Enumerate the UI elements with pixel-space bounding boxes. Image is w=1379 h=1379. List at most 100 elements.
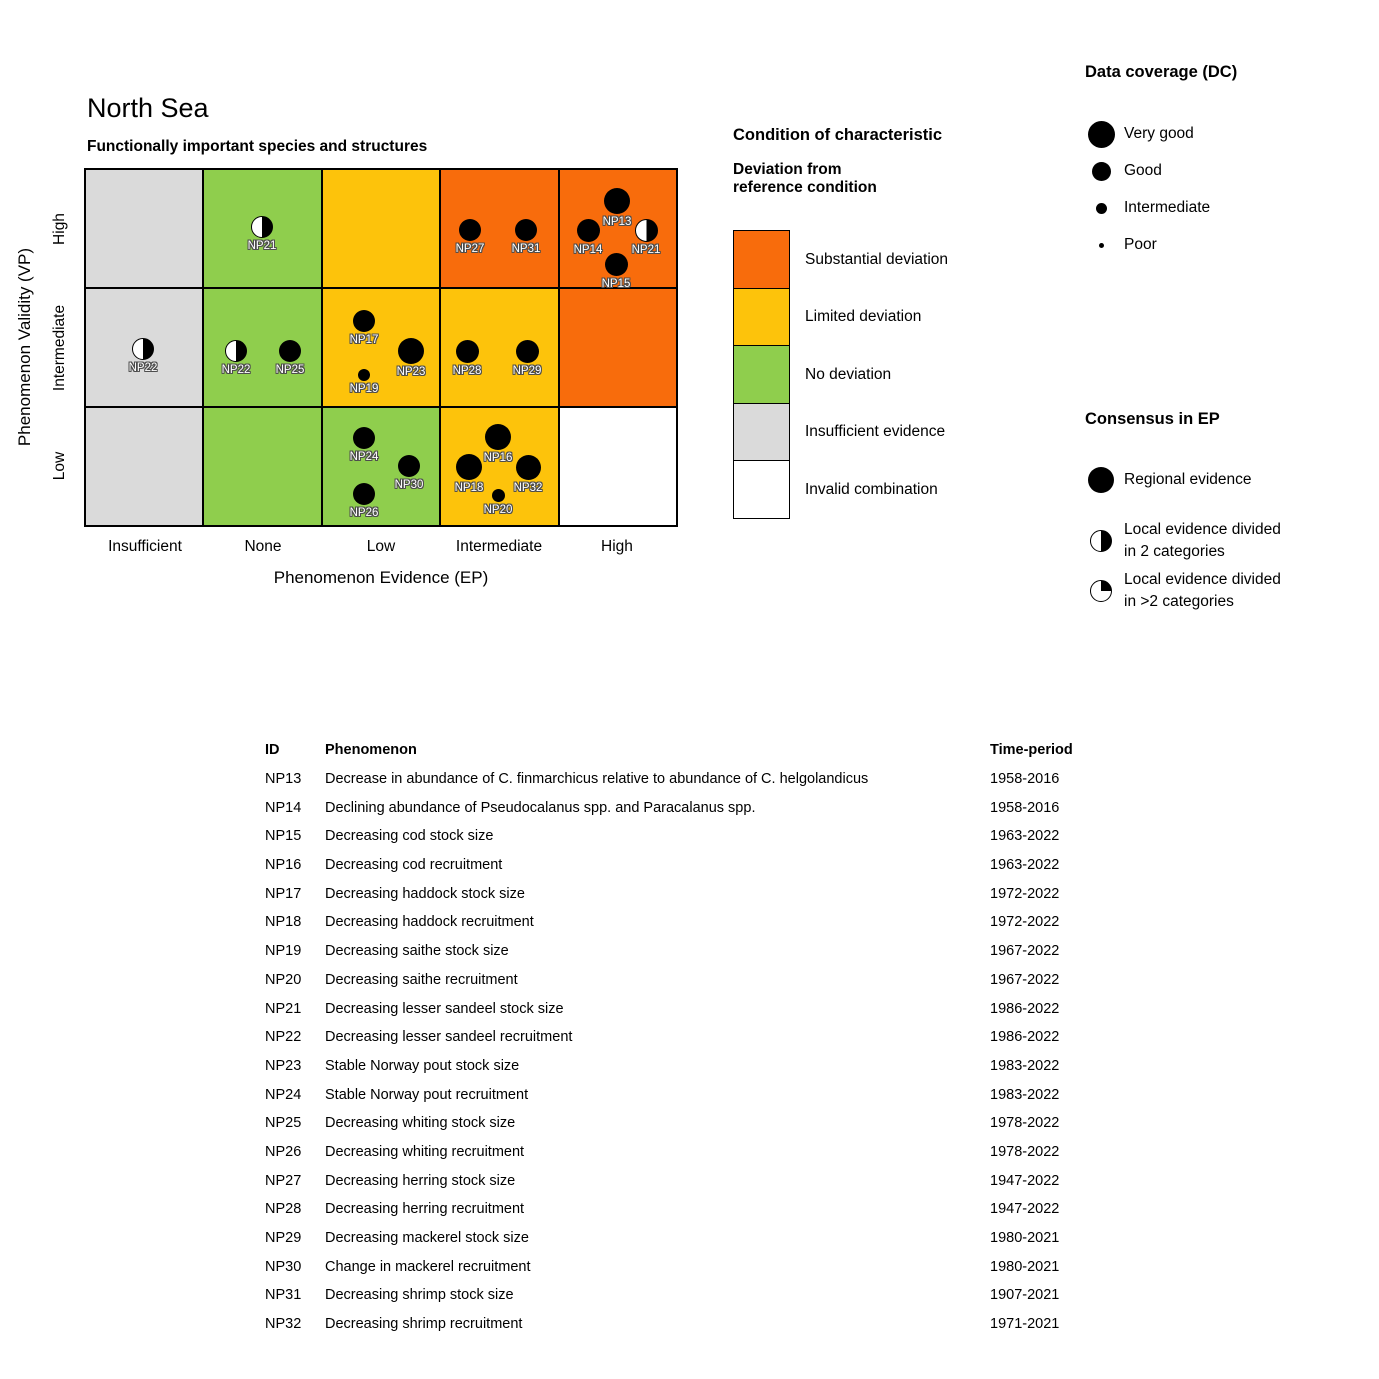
marker-label-np22: NP22 [221, 364, 251, 376]
table-cell-phenomenon: Decreasing mackerel stock size [325, 1230, 529, 1247]
table-cell-phenomenon: Decreasing haddock stock size [325, 885, 525, 902]
table-cell-phenomenon: Decreasing whiting stock size [325, 1115, 516, 1132]
table-cell-time-period: 1947-2022 [990, 1201, 1060, 1218]
marker-label-np28: NP28 [452, 364, 482, 377]
table-cell-time-period: 1972-2022 [990, 885, 1060, 902]
table-cell-id: NP15 [265, 828, 302, 845]
x-axis-title: Phenomenon Evidence (EP) [273, 568, 489, 587]
marker-np22 [225, 340, 247, 362]
marker-label-np17: NP17 [349, 334, 379, 346]
marker-np13 [604, 188, 630, 214]
marker-np29 [515, 339, 539, 363]
marker-np17 [353, 310, 375, 332]
x-tick-none: None [244, 538, 282, 555]
marker-np27 [459, 219, 481, 241]
consensus-icon-quarter [1090, 580, 1112, 602]
table-cell-phenomenon: Stable Norway pout recruitment [325, 1086, 529, 1103]
table-cell-phenomenon: Decreasing herring recruitment [325, 1201, 525, 1218]
consensus-label-quarter: Local evidence divided in >2 categories [1124, 571, 1281, 610]
table-cell-id: NP13 [265, 771, 302, 788]
consensus-icon-half2 [1090, 530, 1112, 552]
legend-dc-title: Data coverage (DC) [1085, 63, 1238, 81]
table-cell-time-period: 1980-2021 [990, 1258, 1060, 1275]
marker-np21 [251, 216, 273, 238]
marker-np20 [491, 488, 505, 502]
marker-np28 [455, 339, 479, 363]
marker-np15 [604, 252, 628, 276]
dc-dot-poor [1098, 242, 1104, 248]
consensus-label-full: Regional evidence [1124, 471, 1252, 488]
legend-condition-title: Condition of characteristic [733, 126, 943, 144]
col-header-phenomenon: Phenomenon [325, 742, 417, 759]
legend-label-invalid_combination: Invalid combination [805, 480, 938, 498]
legend-swatch-limited_deviation [733, 287, 790, 347]
table-cell-id: NP24 [265, 1086, 302, 1103]
legend-label-no_deviation: No deviation [805, 365, 892, 383]
marker-label-np23: NP23 [396, 366, 426, 378]
table-cell-time-period: 1980-2021 [990, 1230, 1060, 1247]
marker-label-np20: NP20 [483, 503, 513, 516]
table-cell-phenomenon: Decreasing cod stock size [325, 828, 494, 845]
table-cell-phenomenon: Decreasing cod recruitment [325, 857, 503, 874]
marker-np25 [279, 340, 301, 362]
table-cell-id: NP32 [265, 1316, 302, 1333]
marker-label-np32: NP32 [513, 481, 543, 494]
dc-dot-very-good [1087, 120, 1115, 148]
x-tick-high: High [601, 538, 633, 555]
table-cell-id: NP18 [265, 914, 302, 931]
legend-swatch-no_deviation [733, 345, 790, 404]
table-cell-phenomenon: Decreasing saithe recruitment [325, 971, 518, 988]
dc-label-very-good: Very good [1124, 125, 1194, 142]
legend-label-insufficient_evidence: Insufficient evidence [805, 423, 946, 440]
marker-np31 [515, 219, 537, 241]
table-cell-phenomenon: Decreasing shrimp stock size [325, 1287, 514, 1304]
table-cell-time-period: 1986-2022 [990, 1029, 1060, 1046]
table-cell-time-period: 1963-2022 [990, 828, 1060, 845]
table-cell-id: NP26 [265, 1143, 302, 1160]
matrix-cell-high-intermediate [559, 289, 676, 406]
legend-swatch-invalid_combination [733, 460, 790, 519]
dc-dot-intermediate [1095, 202, 1107, 214]
marker-np18 [456, 454, 482, 480]
marker-np32 [515, 454, 541, 480]
matrix-cell-none-intermediate [204, 289, 321, 406]
table-cell-time-period: 1978-2022 [990, 1115, 1060, 1132]
marker-label-np13: NP13 [602, 216, 632, 228]
marker-np24 [353, 427, 375, 449]
region-title: North Sea [87, 93, 209, 123]
consensus-label-half2: Local evidence divided in 2 categories [1124, 521, 1281, 560]
col-header-time-period: Time-period [990, 742, 1073, 759]
marker-label-np15: NP15 [601, 277, 631, 290]
consensus-icon-full [1088, 467, 1114, 493]
table-cell-time-period: 1907-2021 [990, 1287, 1060, 1304]
marker-np30 [398, 455, 420, 477]
table-cell-id: NP31 [265, 1287, 302, 1304]
legend-label-substantial_deviation: Substantial deviation [805, 250, 949, 268]
dc-label-poor: Poor [1124, 236, 1157, 253]
marker-label-np19: NP19 [349, 383, 379, 395]
marker-label-np14: NP14 [573, 243, 603, 256]
table-cell-time-period: 1983-2022 [990, 1057, 1060, 1074]
marker-np19 [358, 369, 370, 381]
y-tick-high: High [51, 213, 68, 245]
table-cell-time-period: 1958-2016 [990, 799, 1060, 816]
table-cell-id: NP21 [265, 1000, 302, 1017]
marker-label-np30: NP30 [394, 479, 424, 491]
marker-label-np22: NP22 [128, 362, 158, 374]
table-cell-phenomenon: Decreasing herring stock size [325, 1172, 516, 1189]
marker-np21 [634, 218, 658, 242]
table-cell-id: NP27 [265, 1172, 302, 1189]
marker-label-np21: NP21 [247, 240, 277, 252]
figure-subtitle: Functionally important species and struc… [87, 138, 428, 155]
table-cell-time-period: 1983-2022 [990, 1086, 1060, 1103]
table-cell-id: NP16 [265, 857, 302, 874]
table-cell-id: NP22 [265, 1029, 302, 1046]
table-cell-phenomenon: Decreasing saithe stock size [325, 943, 509, 960]
table-cell-id: NP28 [265, 1201, 302, 1218]
table-cell-time-period: 1971-2021 [990, 1316, 1060, 1333]
table-cell-phenomenon: Decreasing haddock recruitment [325, 914, 534, 931]
table-cell-time-period: 1958-2016 [990, 771, 1060, 788]
col-header-id: ID [265, 742, 280, 759]
